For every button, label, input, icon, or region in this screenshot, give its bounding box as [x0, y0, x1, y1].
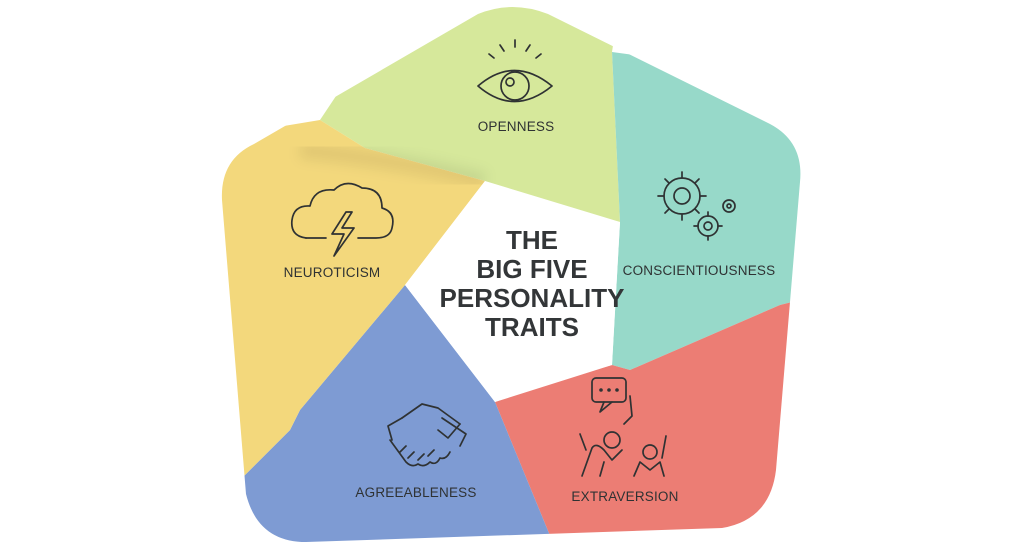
people-chat-icon [579, 377, 667, 477]
handshake-icon [387, 403, 467, 467]
gears-icon [657, 171, 736, 241]
eye-icon [477, 39, 553, 103]
title-line-1: THE [506, 225, 558, 255]
center-panel [405, 181, 620, 402]
label-openness: OPENNESS [478, 119, 555, 134]
label-extraversion: EXTRAVERSION [571, 489, 678, 504]
title-line-3: PERSONALITY [440, 283, 625, 313]
segment-neuroticism [221, 120, 485, 520]
storm-cloud-icon [290, 182, 394, 257]
segment-agreeableness [221, 285, 560, 542]
segment-labels: OPENNESS CONSCIENTIOUSNESS EXTRAVERSION … [284, 119, 776, 504]
label-neuroticism: NEUROTICISM [284, 265, 381, 280]
segment-extraversion [495, 290, 801, 542]
label-conscientiousness: CONSCIENTIOUSNESS [623, 263, 776, 278]
label-agreeableness: AGREEABLENESS [355, 485, 476, 500]
shade-seam [299, 141, 488, 190]
center-title: THE BIG FIVE PERSONALITY TRAITS [440, 225, 625, 342]
title-line-4: TRAITS [485, 312, 579, 342]
title-line-2: BIG FIVE [476, 254, 587, 284]
